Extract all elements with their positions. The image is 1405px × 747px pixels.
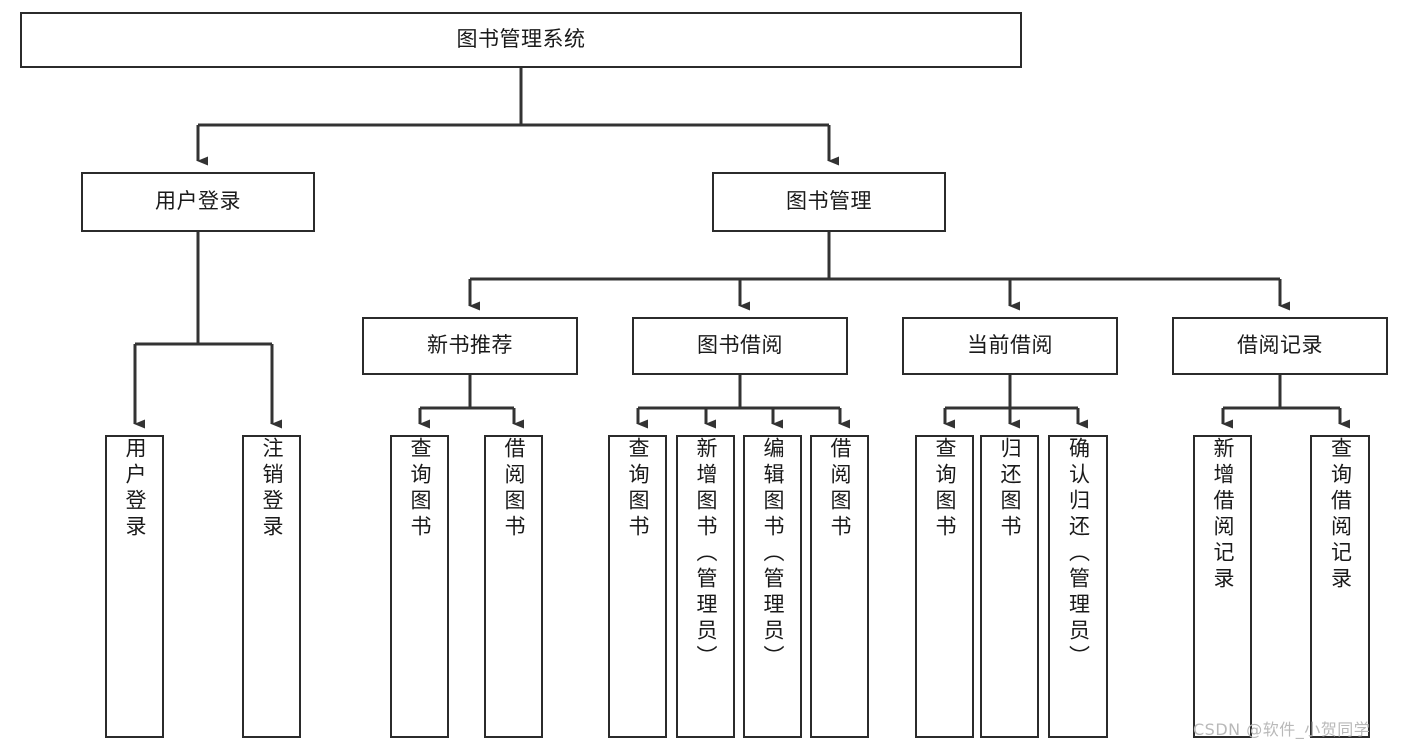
- node-borrow-record[interactable]: 借阅记录: [1172, 317, 1388, 375]
- node-leaf-return-book[interactable]: 归还图书: [980, 435, 1039, 738]
- node-leaf-query-borrow-record[interactable]: 查询借阅记录: [1310, 435, 1370, 738]
- node-leaf-add-book-admin-label: 新增图书（管理员）: [694, 437, 718, 671]
- node-leaf-query-borrow-record-label: 查询借阅记录: [1328, 437, 1353, 593]
- node-user-login-label: 用户登录: [155, 189, 241, 214]
- node-leaf-edit-book-admin[interactable]: 编辑图书（管理员）: [743, 435, 802, 738]
- node-leaf-user-login-label: 用户登录: [123, 437, 147, 541]
- node-leaf-query-book-rec-label: 查询图书: [408, 437, 432, 541]
- node-current-borrow-label: 当前借阅: [967, 333, 1053, 358]
- node-leaf-user-login[interactable]: 用户登录: [105, 435, 164, 738]
- node-leaf-borrow-book-label: 借阅图书: [828, 437, 852, 541]
- node-leaf-return-book-label: 归还图书: [998, 437, 1022, 541]
- node-leaf-query-book-borrow[interactable]: 查询图书: [608, 435, 667, 738]
- node-user-login[interactable]: 用户登录: [81, 172, 315, 232]
- node-leaf-query-book-current-label: 查询图书: [933, 437, 957, 541]
- node-leaf-borrow-book-rec[interactable]: 借阅图书: [484, 435, 543, 738]
- node-root[interactable]: 图书管理系统: [20, 12, 1022, 68]
- node-leaf-edit-book-admin-label: 编辑图书（管理员）: [761, 437, 785, 671]
- node-borrow-record-label: 借阅记录: [1237, 333, 1323, 358]
- node-leaf-confirm-return-admin-label: 确认归还（管理员）: [1066, 437, 1091, 671]
- node-leaf-query-book-borrow-label: 查询图书: [626, 437, 650, 541]
- node-leaf-logout-login-label: 注销登录: [260, 437, 284, 541]
- node-book-borrow[interactable]: 图书借阅: [632, 317, 848, 375]
- node-leaf-add-borrow-record-label: 新增借阅记录: [1211, 437, 1235, 593]
- node-book-manage[interactable]: 图书管理: [712, 172, 946, 232]
- node-leaf-add-book-admin[interactable]: 新增图书（管理员）: [676, 435, 735, 738]
- node-leaf-borrow-book-rec-label: 借阅图书: [502, 437, 526, 541]
- node-new-book-rec[interactable]: 新书推荐: [362, 317, 578, 375]
- node-current-borrow[interactable]: 当前借阅: [902, 317, 1118, 375]
- node-leaf-add-borrow-record[interactable]: 新增借阅记录: [1193, 435, 1252, 738]
- node-leaf-confirm-return-admin[interactable]: 确认归还（管理员）: [1048, 435, 1108, 738]
- node-root-label: 图书管理系统: [456, 27, 586, 52]
- node-leaf-logout-login[interactable]: 注销登录: [242, 435, 301, 738]
- node-book-manage-label: 图书管理: [786, 189, 872, 214]
- node-new-book-rec-label: 新书推荐: [427, 333, 513, 358]
- node-book-borrow-label: 图书借阅: [697, 333, 783, 358]
- node-leaf-query-book-current[interactable]: 查询图书: [915, 435, 974, 738]
- node-leaf-borrow-book[interactable]: 借阅图书: [810, 435, 869, 738]
- node-leaf-query-book-rec[interactable]: 查询图书: [390, 435, 449, 738]
